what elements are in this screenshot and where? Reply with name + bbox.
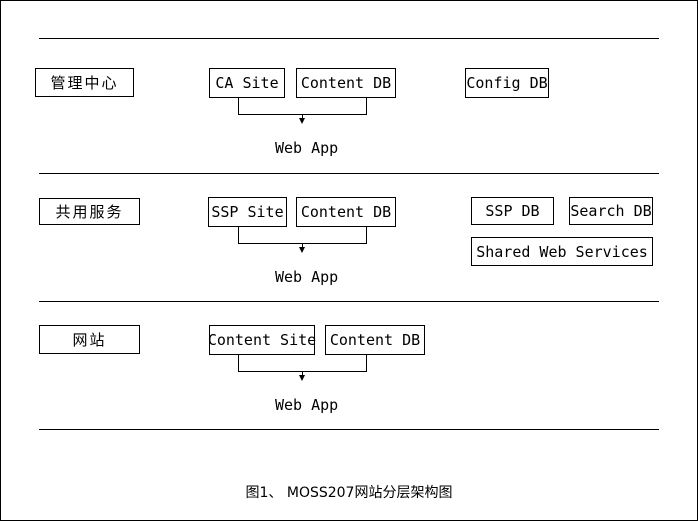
- search-db-box: Search DB: [569, 197, 653, 225]
- separator-2: [39, 301, 659, 302]
- connector-right-2: [366, 227, 367, 243]
- separator-bottom: [39, 429, 659, 430]
- config-db-box: Config DB: [465, 68, 549, 98]
- connector-left-1: [238, 98, 239, 114]
- connector-left-2: [238, 227, 239, 243]
- shared-web-services-box: Shared Web Services: [471, 237, 653, 266]
- figure-caption: 图1、 MOSS207网站分层架构图: [245, 485, 453, 501]
- arrow-down-icon: [299, 247, 305, 253]
- connector-right-1: [366, 98, 367, 114]
- content-db-box-1: Content DB: [296, 68, 396, 98]
- connector-left-3: [238, 355, 239, 371]
- connector-stem-2: [302, 243, 303, 247]
- separator-1: [39, 173, 659, 174]
- layer-label-shared-services: 共用服务: [39, 198, 140, 225]
- ssp-db-box: SSP DB: [471, 197, 554, 225]
- layer-label-website: 网站: [39, 325, 140, 354]
- web-app-label-3: Web App: [275, 396, 339, 414]
- content-db-box-2: Content DB: [296, 197, 396, 227]
- connector-stem-3: [302, 371, 303, 375]
- layer-label-admin-center: 管理中心: [35, 68, 134, 97]
- ca-site-box: CA Site: [209, 68, 285, 98]
- arrow-down-icon: [299, 375, 305, 381]
- connector-stem-1: [302, 114, 303, 118]
- content-db-box-3: Content DB: [325, 325, 425, 355]
- ssp-site-box: SSP Site: [208, 197, 287, 227]
- arrow-down-icon: [299, 118, 305, 124]
- connector-right-3: [366, 355, 367, 371]
- content-site-box: Content Site: [208, 325, 316, 355]
- web-app-label-2: Web App: [275, 268, 339, 286]
- separator-top: [39, 38, 659, 39]
- web-app-label-1: Web App: [275, 139, 339, 157]
